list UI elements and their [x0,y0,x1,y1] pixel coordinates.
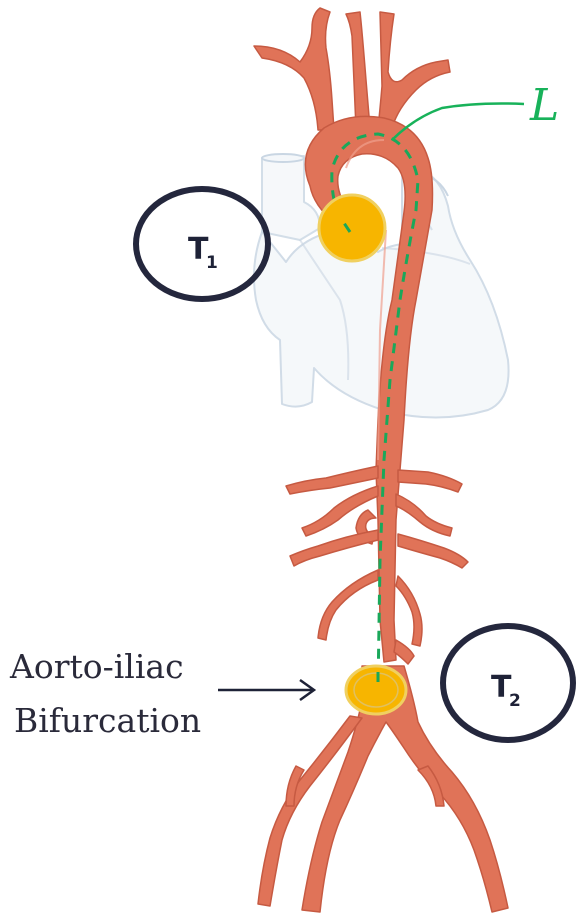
t1-marker [319,195,385,261]
aorta-vessel [254,8,508,912]
t1-subscript: 1 [206,253,218,273]
t2-subscript: 2 [509,691,521,711]
bifurcation-arrow [218,680,314,700]
path-length-label: L [529,80,559,131]
bifurcation-label-line2: Bifurcation [14,701,201,740]
bifurcation-label-line1: Aorto-iliac [9,647,184,686]
